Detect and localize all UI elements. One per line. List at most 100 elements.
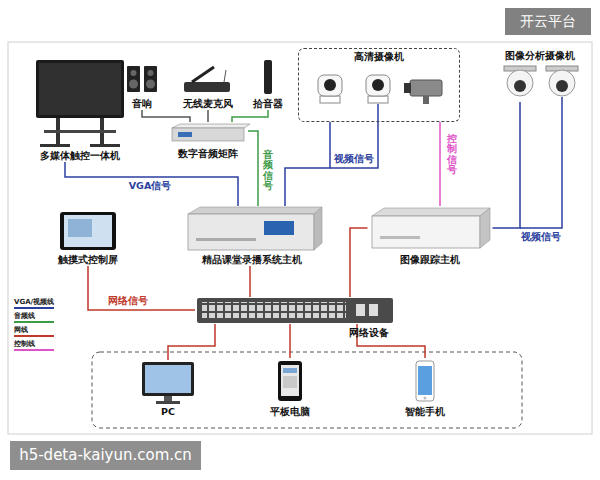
tablet-bezel [278, 361, 302, 401]
mic-antenna [224, 70, 226, 82]
speaker: 音响 [122, 64, 162, 110]
tablet-content [283, 376, 297, 388]
box-camera-body [410, 80, 442, 96]
device-label: PC [161, 406, 175, 418]
host-side [480, 208, 490, 248]
tracking-host-icon [372, 208, 490, 248]
matrix-display [178, 132, 192, 137]
edge-label: 控制信号 [447, 134, 457, 176]
connector [168, 324, 215, 360]
device-label: 平板电脑 [270, 406, 310, 418]
device-label: 多媒体触控一体机 [40, 150, 120, 162]
host-top [372, 208, 490, 216]
tablet: 平板电脑 [260, 358, 320, 418]
panel-content [68, 219, 92, 237]
connector [88, 266, 195, 310]
host-side [314, 207, 322, 250]
box-camera-mount [423, 96, 429, 104]
legend-item: 网线 [14, 326, 54, 337]
legend-text: VGA/视频线 [14, 298, 54, 306]
hd-camera-icons [318, 75, 442, 104]
connector [142, 110, 190, 122]
edge-label: 音频信号 [263, 150, 273, 192]
watermark-badge: 开云平台 [505, 8, 591, 35]
device-label: 网络设备 [349, 327, 389, 339]
device-label: 图像分析摄像机 [505, 50, 575, 62]
switch-icon [197, 298, 393, 323]
legend-item: 控制线 [14, 340, 54, 351]
phone-body [416, 361, 434, 401]
video-wire [330, 104, 378, 168]
host-display [264, 221, 294, 235]
connector [289, 324, 291, 358]
video-wire [520, 97, 562, 228]
panel-screen [64, 215, 112, 247]
audio-matrix-icon [172, 124, 250, 141]
dome-cover [507, 70, 533, 96]
watermark-url: h5-deta-kaiyun.com.cn [10, 441, 201, 470]
connector [207, 110, 209, 122]
network-switch: 网络设备 [195, 297, 395, 324]
switch-ports [202, 302, 346, 318]
mic-receiver [184, 82, 230, 92]
pc-icon [142, 362, 194, 404]
recording-host-icon [188, 207, 322, 250]
audio-matrix: 数字音频矩阵 [168, 122, 248, 160]
host-front [372, 216, 480, 248]
edge-label: 视频信号 [333, 153, 375, 165]
speaker-cone [148, 70, 154, 76]
camera-lens [324, 79, 336, 91]
uplink-port [369, 304, 378, 316]
matrix-front [172, 128, 244, 141]
device-label: 精品课堂录播系统主机 [202, 254, 302, 266]
frame [8, 42, 592, 434]
legend-text: 音频线 [14, 312, 54, 320]
legend-swatch [14, 307, 54, 309]
device-label: 触摸式控制屏 [58, 254, 118, 266]
legend-text: 网线 [14, 326, 54, 334]
speaker-box [144, 66, 157, 92]
legend-swatch [14, 321, 54, 323]
dome-cover [549, 70, 575, 96]
speaker-cone [146, 80, 155, 89]
edge-label: 视频信号 [520, 231, 562, 243]
speaker-cone [131, 70, 137, 76]
pickup-mic: 拾音器 [249, 58, 287, 110]
camera-base [320, 96, 340, 103]
wireless-mic-icon [184, 67, 230, 92]
recording-host: 精品课堂录播系统主机 [182, 206, 322, 266]
connector [249, 266, 251, 297]
phone-screen [418, 366, 432, 395]
edge-label: VGA信号 [128, 180, 173, 192]
dome-camera-icons [504, 66, 578, 96]
camera-body [366, 75, 390, 96]
analysis-camera: 图像分析摄像机 [500, 50, 580, 102]
connector [493, 102, 521, 228]
dome-lens [514, 80, 526, 92]
device-label: 数字音频矩阵 [178, 148, 238, 160]
legend-item: 音频线 [14, 312, 54, 323]
stand-foot [90, 144, 120, 147]
touch-panel: 触摸式控制屏 [53, 208, 123, 266]
host-front [188, 214, 314, 250]
legend: VGA/视频线音频线网线控制线 [14, 298, 54, 354]
host-buttons [380, 236, 420, 239]
speaker-icon [127, 66, 157, 92]
camera-group: 高清摄像机 [298, 48, 460, 122]
smartphone: 智能手机 [395, 358, 455, 418]
matrix-top [172, 124, 250, 128]
camera-base [368, 96, 388, 103]
connector [285, 122, 330, 206]
host-top [188, 207, 322, 214]
tablet-screen [281, 365, 299, 396]
monitor-base [156, 401, 180, 404]
monitor-screen [145, 365, 191, 393]
touch-display-icon [36, 60, 124, 147]
display-screen [39, 63, 121, 115]
connector [65, 162, 238, 206]
mic-handle [192, 67, 214, 82]
tablet-icon [278, 361, 302, 401]
box-camera-lens [404, 83, 411, 93]
touch-panel-icon [60, 212, 116, 250]
